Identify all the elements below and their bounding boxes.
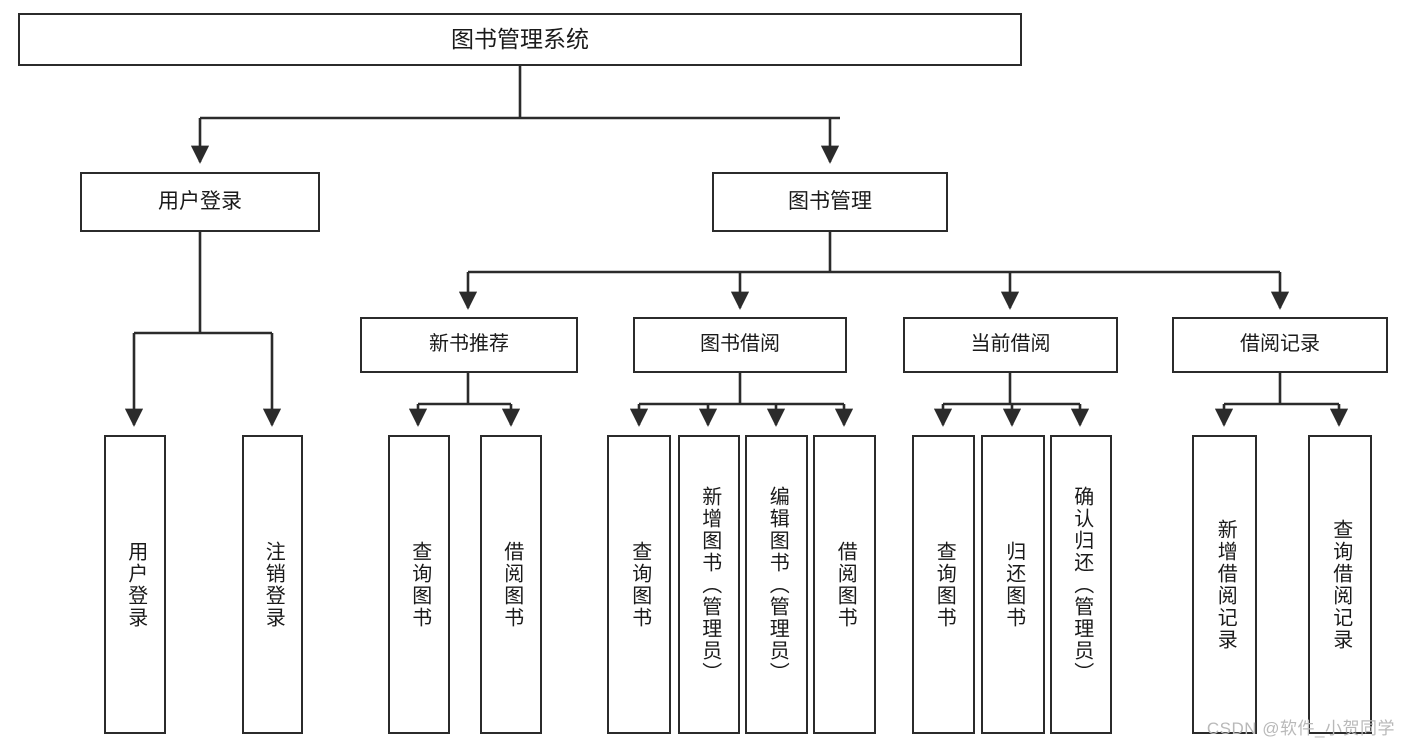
leaf-borrow-borrow-book-label: 借阅图书 [834,540,857,629]
leaf-borrow-edit-book-label: 编辑图书（管理员） [766,485,789,684]
node-new-book-recommend-label: 新书推荐 [429,333,509,356]
leaf-current-confirm-return[interactable]: 确认归还（管理员） [1050,435,1112,734]
leaf-current-return-book[interactable]: 归还图书 [981,435,1045,734]
leaf-borrow-edit-book[interactable]: 编辑图书（管理员） [745,435,808,734]
leaf-user-login-login[interactable]: 用户登录 [104,435,166,734]
node-book-management-label: 图书管理 [788,189,872,213]
leaf-borrow-borrow-book[interactable]: 借阅图书 [813,435,876,734]
leaf-current-query-book-label: 查询图书 [933,540,956,629]
node-new-book-recommend[interactable]: 新书推荐 [360,317,578,373]
leaf-borrow-add-book[interactable]: 新增图书（管理员） [678,435,740,734]
leaf-user-login-login-label: 用户登录 [124,540,147,629]
node-book-borrow-label: 图书借阅 [700,333,780,356]
leaf-records-query-record-label: 查询借阅记录 [1329,518,1352,651]
node-borrow-records[interactable]: 借阅记录 [1172,317,1388,373]
leaf-new-book-borrow[interactable]: 借阅图书 [480,435,542,734]
node-root-system[interactable]: 图书管理系统 [18,13,1022,66]
leaf-borrow-query-book-label: 查询图书 [628,540,651,629]
leaf-records-add-record-label: 新增借阅记录 [1214,518,1237,651]
node-borrow-records-label: 借阅记录 [1240,333,1320,356]
leaf-records-add-record[interactable]: 新增借阅记录 [1192,435,1257,734]
leaf-user-login-logout-label: 注销登录 [262,540,285,629]
leaf-current-confirm-return-label: 确认归还（管理员） [1070,485,1093,684]
leaf-new-book-borrow-label: 借阅图书 [500,540,523,629]
node-book-borrow[interactable]: 图书借阅 [633,317,847,373]
node-root-system-label: 图书管理系统 [451,25,589,52]
leaf-records-query-record[interactable]: 查询借阅记录 [1308,435,1372,734]
leaf-user-login-logout[interactable]: 注销登录 [242,435,303,734]
leaf-current-query-book[interactable]: 查询图书 [912,435,975,734]
node-user-login[interactable]: 用户登录 [80,172,320,232]
leaf-current-return-book-label: 归还图书 [1002,540,1025,629]
leaf-new-book-query[interactable]: 查询图书 [388,435,450,734]
node-current-borrow[interactable]: 当前借阅 [903,317,1118,373]
node-user-login-label: 用户登录 [158,189,242,213]
node-book-management[interactable]: 图书管理 [712,172,948,232]
leaf-new-book-query-label: 查询图书 [408,540,431,629]
node-current-borrow-label: 当前借阅 [970,333,1051,356]
leaf-borrow-query-book[interactable]: 查询图书 [607,435,671,734]
leaf-borrow-add-book-label: 新增图书（管理员） [698,485,721,684]
